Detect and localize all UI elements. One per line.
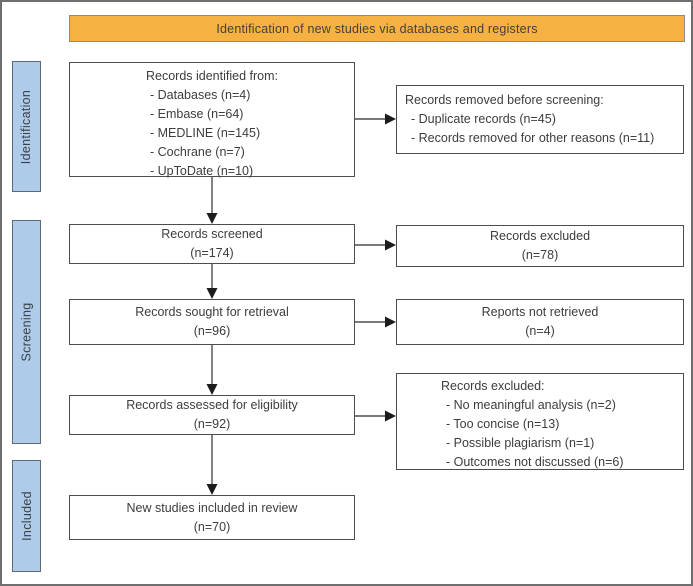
reports-not-retrieved-count: (n=4): [525, 324, 555, 338]
stage-included-label: Included: [19, 491, 34, 541]
records-identified-item: - MEDLINE (n=145): [150, 126, 261, 140]
records-excluded-count: (n=78): [521, 248, 559, 262]
records-sought-label: Records sought for retrieval: [135, 305, 289, 319]
records-sought-box: Records sought for retrieval (n=96): [69, 299, 355, 345]
stage-identification: Identification: [12, 61, 41, 192]
arrow-sought-to-not-retrieved: [355, 316, 396, 328]
banner-title: Identification of new studies via databa…: [69, 15, 685, 42]
excluded-reasons-item: - Too concise (n=13): [446, 417, 560, 431]
records-removed-item: - Duplicate records (n=45): [411, 112, 556, 126]
studies-included-label: New studies included in review: [126, 500, 298, 515]
arrow-identified-to-removed: [355, 113, 396, 125]
excluded-reasons-item: - Outcomes not discussed (n=6): [446, 455, 624, 469]
records-screened-label: Records screened: [161, 227, 263, 241]
excluded-reasons-title: Records excluded:: [441, 379, 545, 393]
records-screened-count: (n=174): [190, 246, 234, 260]
excluded-reasons-box: Records excluded: - No meaningful analys…: [396, 373, 684, 470]
records-assessed-count: (n=92): [193, 417, 231, 431]
records-identified-box: Records identified from: - Databases (n=…: [69, 62, 355, 178]
records-sought-count: (n=96): [193, 324, 231, 338]
studies-included-count: (n=70): [193, 519, 231, 534]
studies-included-box: New studies included in review (n=70): [69, 495, 355, 540]
arrow-assessed-to-included: [206, 435, 218, 495]
records-identified-item: - Cochrane (n=7): [150, 145, 245, 159]
records-excluded-label: Records excluded: [489, 229, 591, 243]
arrow-assessed-to-excluded-reasons: [355, 410, 396, 422]
arrow-identified-to-screened: [206, 177, 218, 224]
records-excluded-box: Records excluded (n=78): [396, 225, 684, 267]
arrow-sought-to-assessed: [206, 345, 218, 395]
records-screened-box: Records screened (n=174): [69, 224, 355, 264]
records-identified-item: - UpToDate (n=10): [150, 164, 254, 178]
records-removed-title: Records removed before screening:: [405, 93, 604, 107]
records-removed-item: - Records removed for other reasons (n=1…: [411, 131, 655, 145]
excluded-reasons-item: - No meaningful analysis (n=2): [446, 398, 616, 412]
records-identified-title: Records identified from:: [145, 69, 278, 83]
records-assessed-box: Records assessed for eligibility (n=92): [69, 395, 355, 435]
records-identified-item: - Embase (n=64): [150, 107, 244, 121]
reports-not-retrieved-box: Reports not retrieved (n=4): [396, 299, 684, 345]
records-removed-box: Records removed before screening: - Dupl…: [396, 85, 684, 154]
records-identified-item: - Databases (n=4): [150, 88, 251, 102]
arrow-screened-to-sought: [206, 264, 218, 299]
stage-screening: Screening: [12, 220, 41, 444]
stage-screening-label: Screening: [19, 302, 34, 362]
arrow-screened-to-excluded: [355, 239, 396, 251]
stage-included: Included: [12, 460, 41, 572]
reports-not-retrieved-label: Reports not retrieved: [481, 305, 599, 319]
stage-identification-label: Identification: [19, 89, 34, 164]
records-assessed-label: Records assessed for eligibility: [126, 398, 298, 412]
excluded-reasons-item: - Possible plagiarism (n=1): [446, 436, 595, 450]
